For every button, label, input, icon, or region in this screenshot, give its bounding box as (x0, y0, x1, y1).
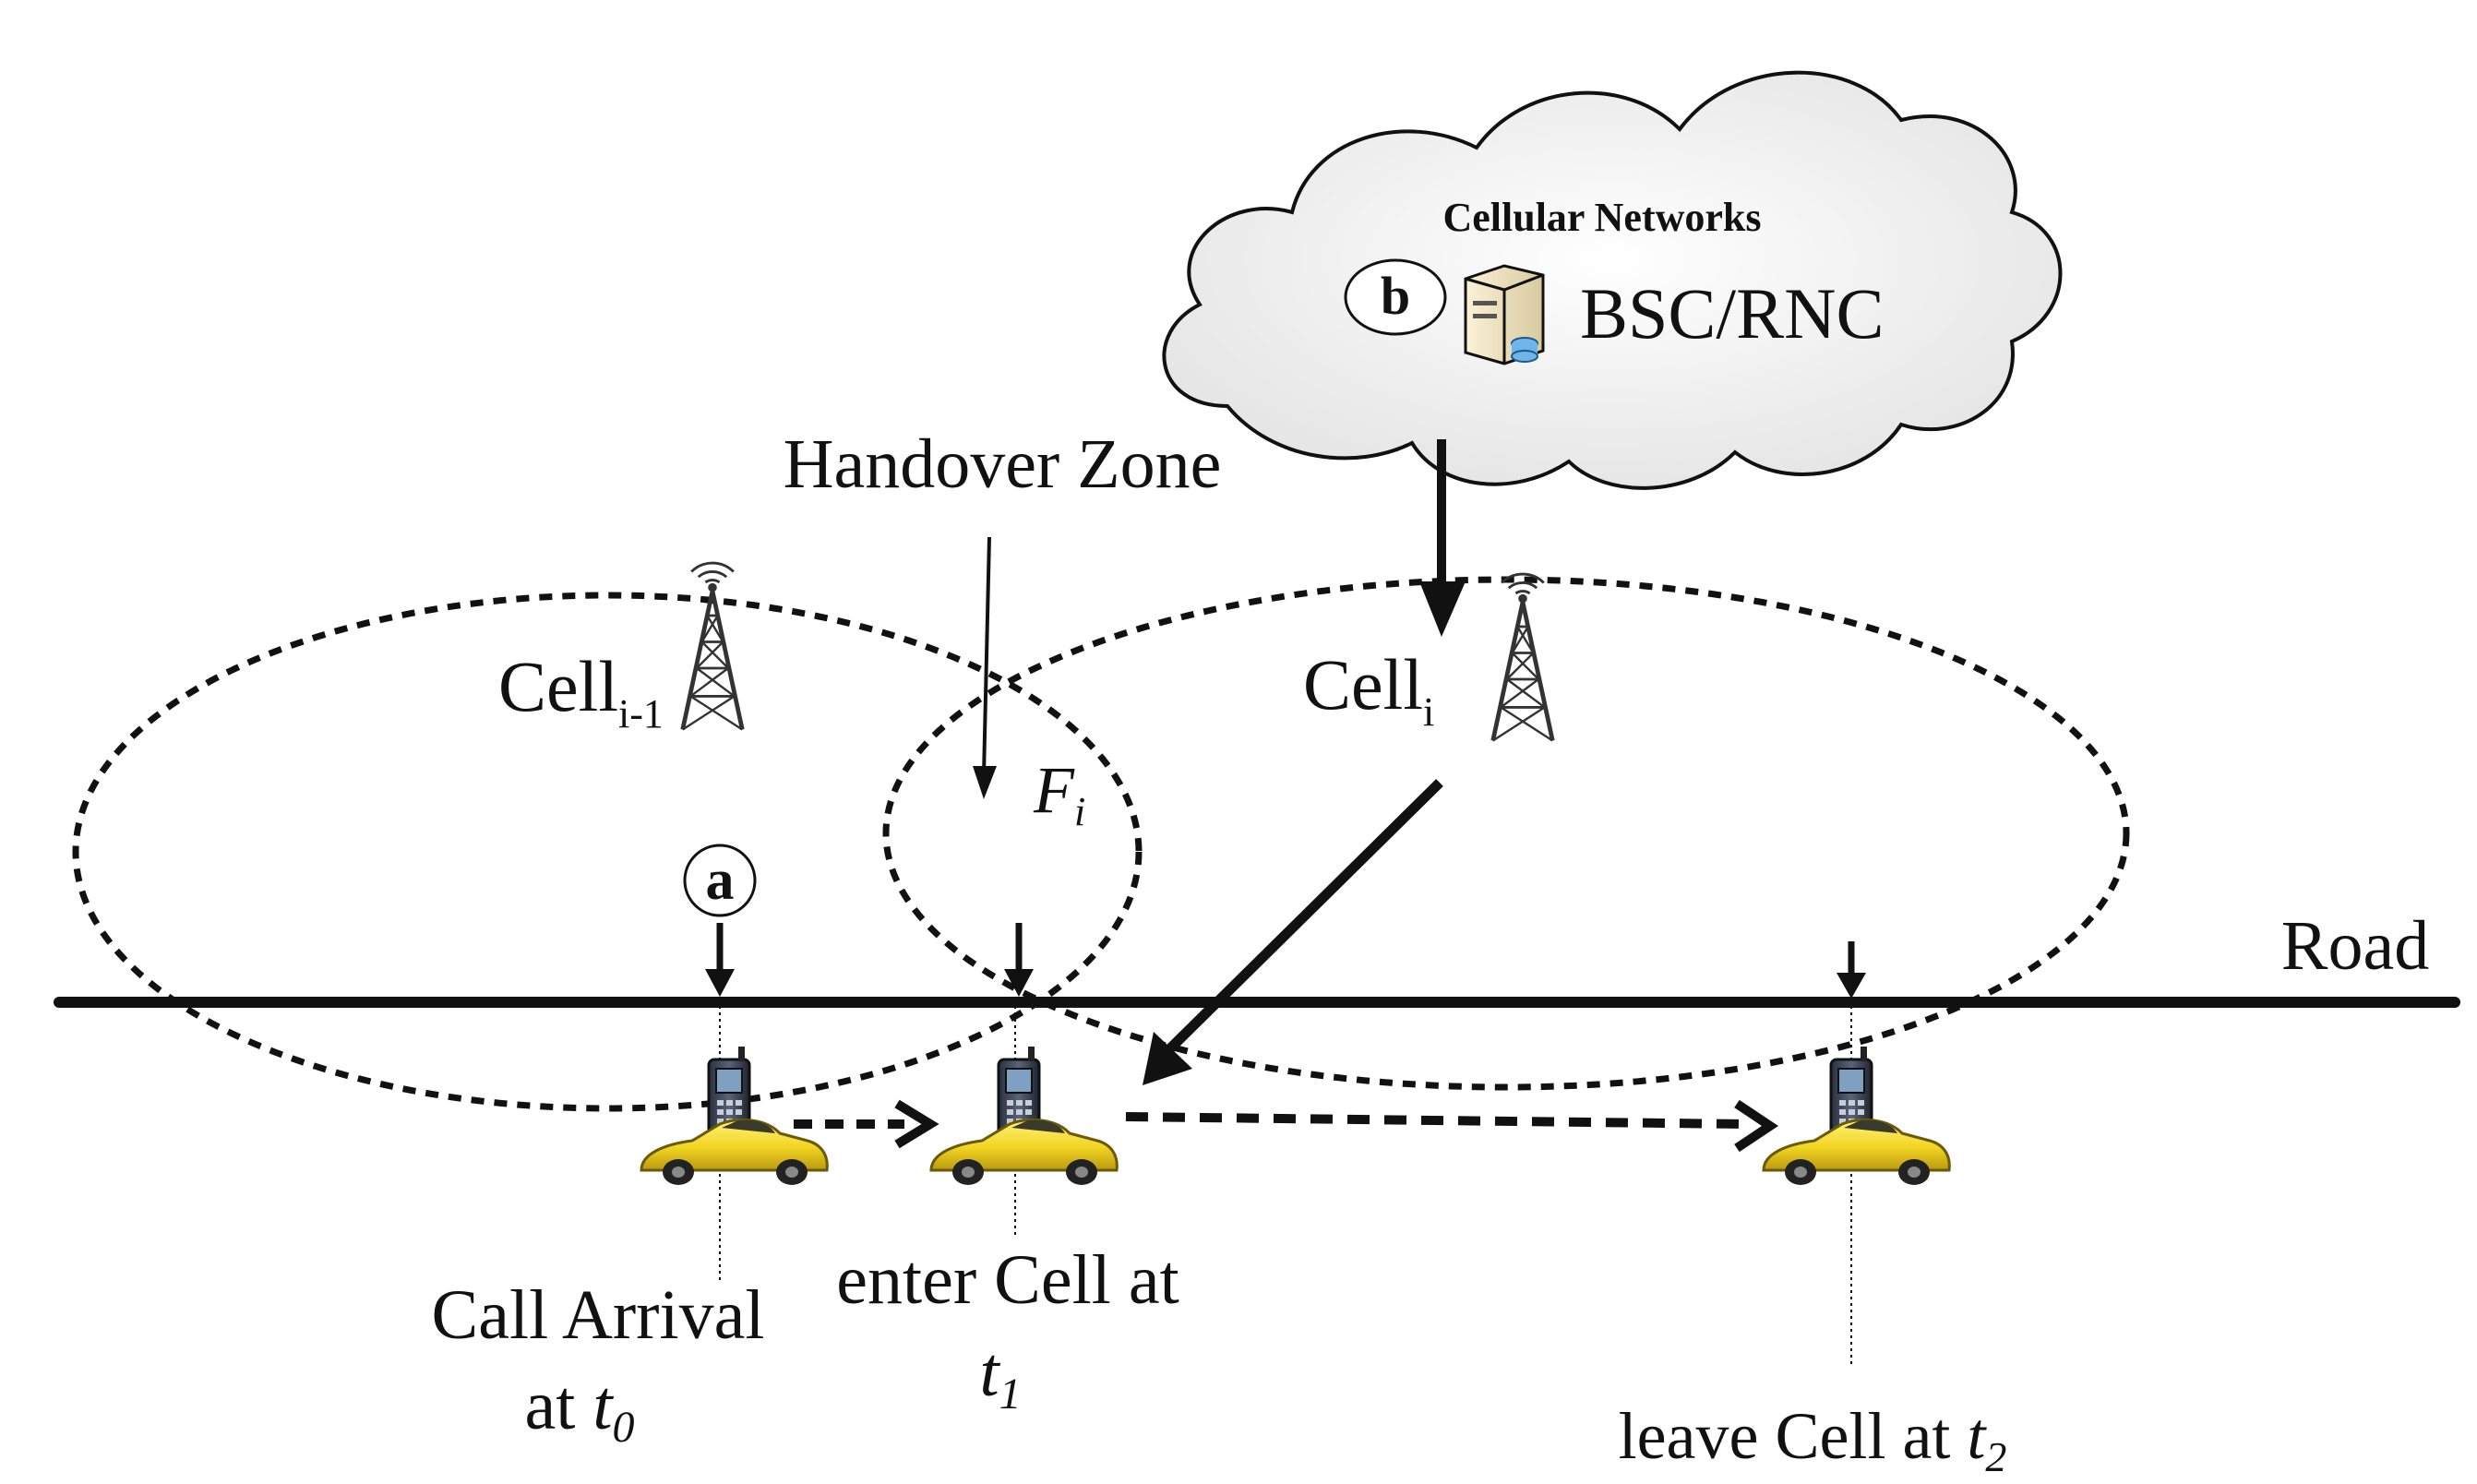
handover-zone-label: Handover Zone (784, 425, 1222, 503)
cloud-title: Cellular Networks (1442, 195, 1761, 240)
cell-i-1-coverage (72, 592, 1143, 1112)
badge-b-label: b (1381, 266, 1410, 326)
car-icon (929, 1045, 1119, 1187)
antenna-tower-icon (683, 563, 743, 729)
handover-zone-arrowhead (973, 766, 997, 799)
car-icon (640, 1045, 829, 1187)
antenna-tower-icon (1493, 574, 1553, 740)
badge-a (683, 844, 757, 917)
caption-call-arrival: Call Arrival (432, 1276, 765, 1354)
caption-enter-time: t1 (979, 1334, 1021, 1418)
caption-enter-cell: enter Cell at (836, 1241, 1179, 1319)
move-arrow-2 (1125, 1112, 1745, 1129)
cell-i-coverage (882, 576, 2130, 1091)
move-arrow-2-head (1734, 1099, 1779, 1153)
server-icon (1464, 264, 1545, 365)
badge-b (1344, 258, 1447, 336)
caption-arrival-time: at t0 (525, 1367, 635, 1452)
overlap-zone-label: Fi (1033, 753, 1085, 834)
cellular-network-cloud: Cellular Networks b BSC/RNC (1162, 70, 2063, 490)
car-icon (1762, 1045, 1951, 1187)
bsc-to-cell-arrowhead (1419, 581, 1466, 637)
cell-to-mobile-arrow (1161, 779, 1443, 1058)
cell-curr-label: Celli (1303, 644, 1434, 735)
move-arrow-1-head (894, 1099, 939, 1149)
bsc-rnc-label: BSC/RNC (1580, 273, 1884, 353)
cell-to-mobile-arrowhead (1143, 1032, 1192, 1085)
road-label: Road (2281, 907, 2429, 985)
cell-prev-label: Celli-1 (498, 646, 664, 736)
caption-leave-cell: leave Cell at t2 (1619, 1399, 2007, 1480)
handover-zone-arrow (982, 536, 991, 776)
badge-a-label: a (706, 849, 735, 912)
